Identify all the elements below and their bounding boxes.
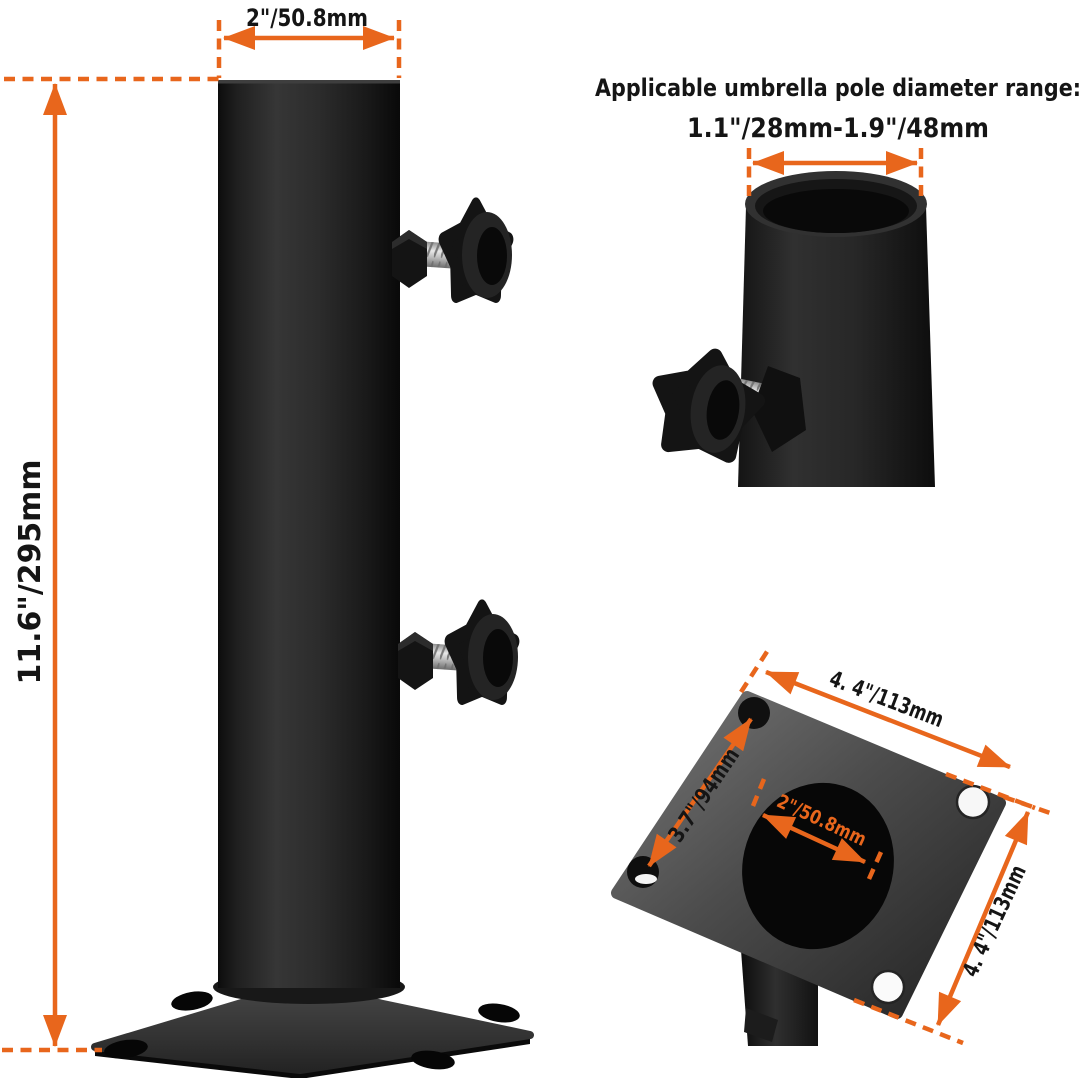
base-plate-side	[95, 1035, 530, 1078]
inset-tube-body	[738, 206, 935, 487]
base-plate-hole	[411, 1050, 455, 1070]
pole-top-edge	[218, 80, 400, 84]
mounting-plate-inset-photo	[611, 691, 1006, 1046]
extension-line	[866, 851, 884, 880]
plate-corner-hole	[870, 969, 906, 1005]
extension-line	[945, 771, 1036, 811]
clamp-nut-top	[398, 632, 433, 651]
plate-top-dimension-arrow	[765, 669, 1011, 770]
plate-left-dimension-arrow	[647, 717, 753, 868]
base-plate-hole	[171, 991, 213, 1011]
extension-line	[739, 645, 772, 694]
plate-corner-hole-glint	[635, 874, 657, 884]
inset-clamp-knob-face-center	[706, 380, 740, 440]
clamp-nut-top	[392, 230, 427, 249]
plate-right-dimension-arrow	[935, 811, 1031, 1026]
inset-clamp-flange	[752, 366, 806, 452]
clamp-knob-face-center	[477, 227, 507, 285]
plate-corner-hole	[738, 697, 770, 729]
upper-clamp-assembly	[392, 205, 512, 298]
extension-line	[750, 778, 767, 807]
pole-diameter-inset-photo	[650, 171, 935, 487]
clamp-knob-face-center	[483, 629, 513, 687]
lower-clamp-assembly	[398, 607, 518, 700]
pole-inset-range-label: 1.1"/28mm-1.9"/48mm	[687, 113, 989, 144]
base-plate-hole	[104, 1039, 148, 1059]
extension-line	[853, 997, 964, 1046]
base-plate-hole	[478, 1003, 520, 1023]
top-width-label: 2"/50.8mm	[246, 4, 368, 32]
clamp-nut	[398, 632, 433, 690]
plate-top-edge-label: 4. 4"/113mm	[826, 667, 947, 733]
inset-tube-opening	[763, 189, 909, 233]
base-plate	[91, 982, 534, 1074]
plate-right-edge-label: 4. 4"/113mm	[958, 862, 1031, 981]
extension-line	[1003, 794, 1057, 818]
main-product-photo	[91, 80, 534, 1078]
pole-tube	[218, 80, 400, 988]
plate-stub-tab	[744, 1008, 778, 1042]
height-label: 11.6"/295mm	[13, 460, 48, 685]
clamp-nut	[392, 230, 427, 288]
pole-inset-title: Applicable umbrella pole diameter range:	[595, 74, 1080, 102]
plate-hole-dimension-arrow	[762, 812, 866, 865]
dimension-annotations	[2, 20, 1057, 1053]
